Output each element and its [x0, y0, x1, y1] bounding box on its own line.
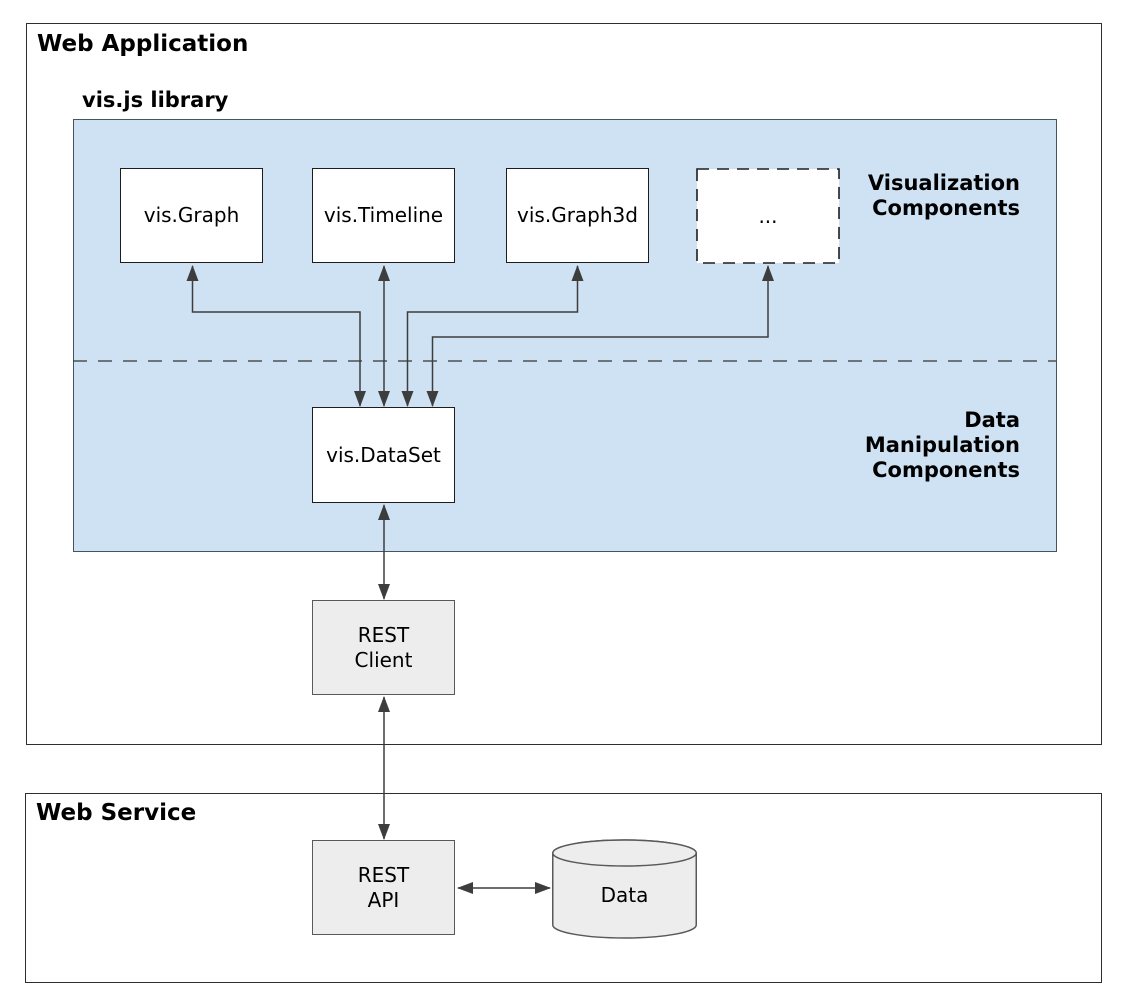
vis-timeline-label: vis.Timeline [323, 203, 444, 227]
vis-graph3d-label: vis.Graph3d [517, 203, 638, 227]
data-manipulation-components-label: Data Manipulation Components [864, 408, 1020, 482]
vis-graph-label: vis.Graph [143, 203, 240, 227]
visualization-components-label: Visualization Components [867, 171, 1020, 220]
rest-api-label: REST API [357, 862, 410, 912]
dataset-label: vis.DataSet [326, 442, 441, 467]
ellipsis-label: ... [758, 203, 778, 228]
database-cylinder-icon [552, 839, 697, 939]
data-store-cylinder [551, 839, 698, 939]
rest-api-box: REST API [312, 840, 455, 935]
web-application-box [26, 23, 1102, 745]
web-application-title: Web Application [37, 31, 249, 57]
rest-client-label: REST Client [354, 622, 413, 672]
cylinder-top-rim [552, 839, 697, 867]
component-box-vis-graph: vis.Graph [120, 168, 263, 263]
rest-client-box: REST Client [312, 600, 455, 695]
component-box-vis-timeline: vis.Timeline [312, 168, 455, 263]
visjs-library-title: vis.js library [82, 88, 229, 112]
component-box-vis-graph3d: vis.Graph3d [506, 168, 649, 263]
data-store-label-wrap: Data [551, 839, 698, 939]
data-store-label: Data [600, 883, 649, 907]
dataset-box: vis.DataSet [312, 407, 455, 503]
web-service-title: Web Service [36, 800, 197, 826]
web-service-box [25, 793, 1102, 983]
component-box-ellipsis: ... [696, 168, 840, 264]
